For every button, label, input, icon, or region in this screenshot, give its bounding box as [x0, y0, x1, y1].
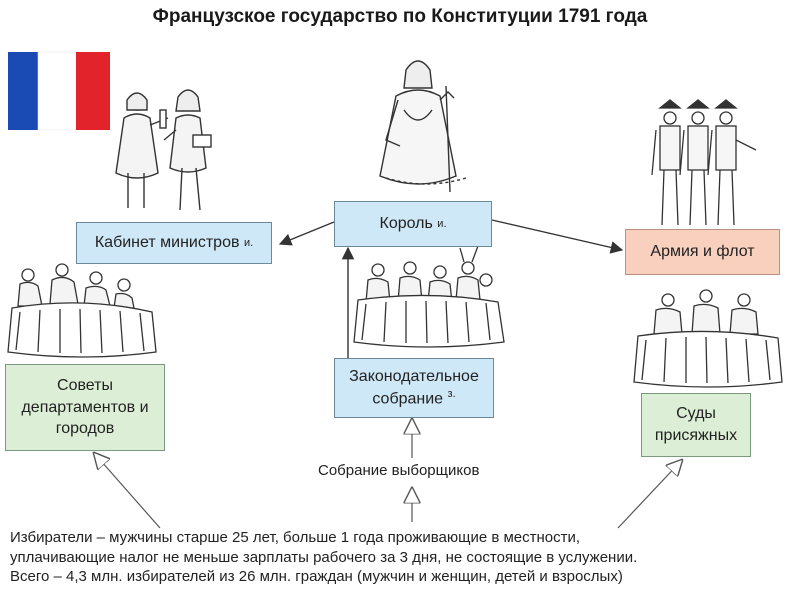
arrow-king-to-cabinet [278, 221, 335, 246]
voters-note: Избиратели – мужчины старше 25 лет, боль… [10, 528, 792, 587]
assembly-line1: Законодательное [349, 367, 479, 385]
councils-line3: городов [55, 420, 115, 438]
assembly-line2: собрание [372, 390, 444, 408]
councils-line1: Советы [57, 377, 113, 395]
french-flag-icon [8, 51, 110, 131]
jury-table-icon [633, 289, 783, 388]
king-mark: и. [437, 217, 447, 230]
ministers-figures-icon [115, 89, 212, 211]
king-label: Король [379, 215, 433, 233]
assembly-box: Законодательное собрание з. [334, 358, 494, 418]
councils-line2: департаментов и [21, 398, 149, 416]
soldiers-figures-icon [651, 99, 757, 226]
courts-line2: присяжных [654, 427, 738, 444]
assembly-mark: з. [447, 388, 456, 401]
cabinet-mark: и. [243, 236, 254, 249]
arrow-voters-to-councils [94, 453, 161, 529]
electors-label: Собрание выборщиков [318, 462, 480, 479]
courts-line1: Суды [676, 405, 716, 423]
king-box: Король и. [334, 201, 492, 247]
arrow-voters-to-courts [617, 460, 682, 529]
arrow-king-to-army [491, 219, 624, 254]
cabinet-box: Кабинет министров и. [76, 222, 272, 264]
king-figure-icon [379, 60, 467, 193]
courts-box: Суды присяжных [641, 393, 751, 457]
councils-box: Советы департаментов и городов [5, 364, 165, 451]
page-title: Французское государство по Конституции 1… [152, 6, 648, 27]
assembly-table-icon [353, 245, 505, 348]
voters-note-line2: уплачивающие налог не меньше зарплаты ра… [10, 548, 638, 566]
army-box: Армия и флот [625, 229, 780, 275]
cabinet-label: Кабинет министров [94, 234, 240, 252]
councils-table-icon [7, 263, 157, 358]
voters-note-line1: Избиратели – мужчины старше 25 лет, боль… [10, 529, 581, 546]
army-label: Армия и флот [650, 243, 755, 261]
voters-note-line3: Всего – 4,3 млн. избирателей из 26 млн. … [10, 568, 623, 585]
